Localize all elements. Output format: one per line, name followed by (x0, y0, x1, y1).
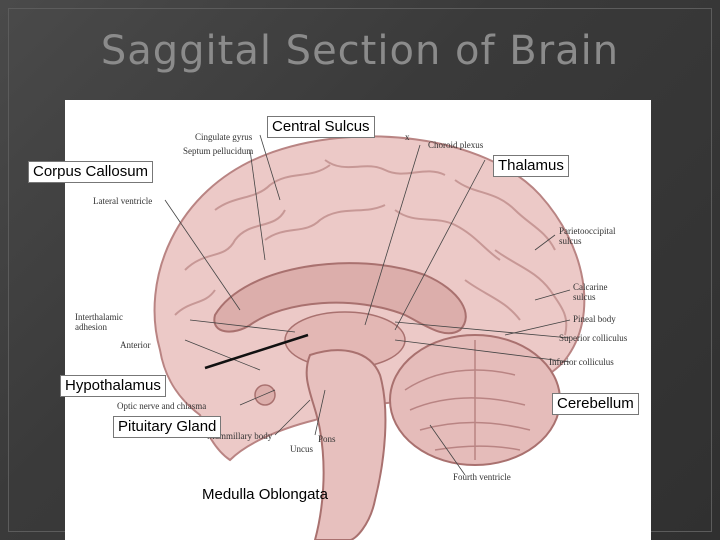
label-choroid-plexus: Choroid plexus (428, 140, 484, 150)
hypothalamus-pointer (204, 333, 309, 370)
label-calcarine: Calcarine (573, 282, 608, 292)
slide-title: Saggital Section of Brain (100, 28, 620, 74)
label-thalamus: Thalamus (493, 155, 569, 177)
label-parietooccipital: Parietooccipital (559, 226, 616, 236)
brain-figure: Cingulate gyrus Septum pellucidum Latera… (65, 100, 651, 540)
label-optic-nerve: Optic nerve and chiasma (117, 401, 207, 411)
brain-illustration (153, 134, 586, 540)
label-pituitary-gland: Pituitary Gland (113, 416, 222, 438)
corpus-callosum-shape (213, 262, 467, 335)
label-anterior: Anterior (120, 340, 151, 350)
label-hypothalamus: Hypothalamus (60, 375, 166, 397)
label-pineal-body: Pineal body (573, 314, 616, 324)
label-superior-colliculus: Superior colliculus (559, 333, 628, 343)
label-septum-pellucidum: Septum pellucidum (183, 146, 254, 156)
label-cingulate-gyrus: Cingulate gyrus (195, 132, 253, 142)
label-pons: Pons (318, 434, 336, 444)
label-uncus: Uncus (290, 444, 313, 454)
pituitary-shape (254, 384, 276, 406)
label-medulla-oblongata: Medulla Oblongata (202, 486, 328, 503)
label-parietooccipital-sulcus: sulcus (559, 236, 582, 246)
label-mammillary-body: Mammillary body (207, 431, 273, 441)
label-x-mark: x (405, 132, 410, 142)
label-calcarine-sulcus: sulcus (573, 292, 596, 302)
label-interthalamic: Interthalamic (75, 312, 123, 322)
label-fourth-ventricle: Fourth ventricle (453, 472, 511, 482)
label-lateral-ventricle: Lateral ventricle (93, 196, 153, 206)
label-central-sulcus: Central Sulcus (267, 116, 375, 138)
label-corpus-callosum: Corpus Callosum (28, 161, 154, 183)
label-cerebellum: Cerebellum (552, 393, 639, 415)
leader-lines (164, 134, 571, 476)
gyri-folds (174, 159, 568, 336)
label-interthalamic-adhesion: adhesion (75, 322, 107, 332)
brainstem-shape (305, 349, 387, 540)
label-inferior-colliculus: Inferior colliculus (549, 357, 614, 367)
